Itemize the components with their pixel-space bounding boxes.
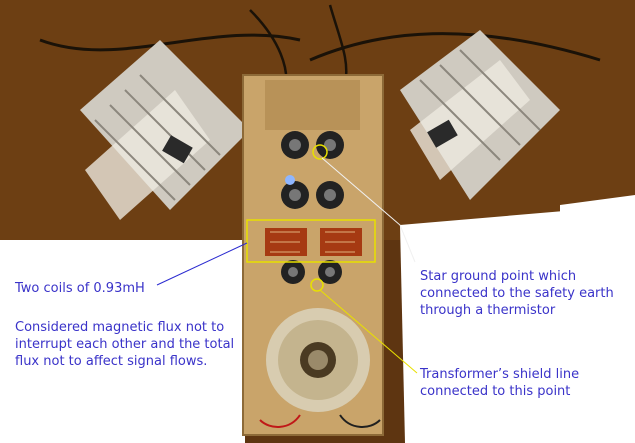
toroidal-transformer (266, 308, 370, 412)
left-heatsink (80, 40, 250, 220)
shield-point-marker (310, 278, 324, 292)
flux-annotation: Considered magnetic flux not to interrup… (15, 320, 235, 369)
led (285, 175, 295, 185)
annotation-area-right (400, 205, 635, 443)
cable (39, 33, 301, 52)
coils (265, 228, 362, 256)
star-ground-annotation: Star ground point which connected to the… (420, 269, 614, 318)
right-heatsink (400, 30, 560, 200)
twisted-wire (259, 414, 301, 428)
shield-annotation: Transformer’s shield line connected to t… (420, 367, 580, 399)
cable (309, 32, 601, 62)
annotation-area-right-top (560, 195, 635, 230)
callout-line-star (321, 157, 416, 263)
callout-line-coils (156, 242, 248, 286)
annotation-area-left (0, 240, 245, 443)
input-board (265, 80, 360, 130)
twisted-wire (339, 414, 381, 428)
coils-highlight (246, 219, 376, 263)
callout-line-shield (319, 289, 418, 374)
coils-annotation: Two coils of 0.93mH (15, 281, 145, 296)
capacitors-top (281, 131, 344, 209)
capacitors-lower (281, 260, 342, 284)
star-ground-marker (312, 144, 328, 160)
